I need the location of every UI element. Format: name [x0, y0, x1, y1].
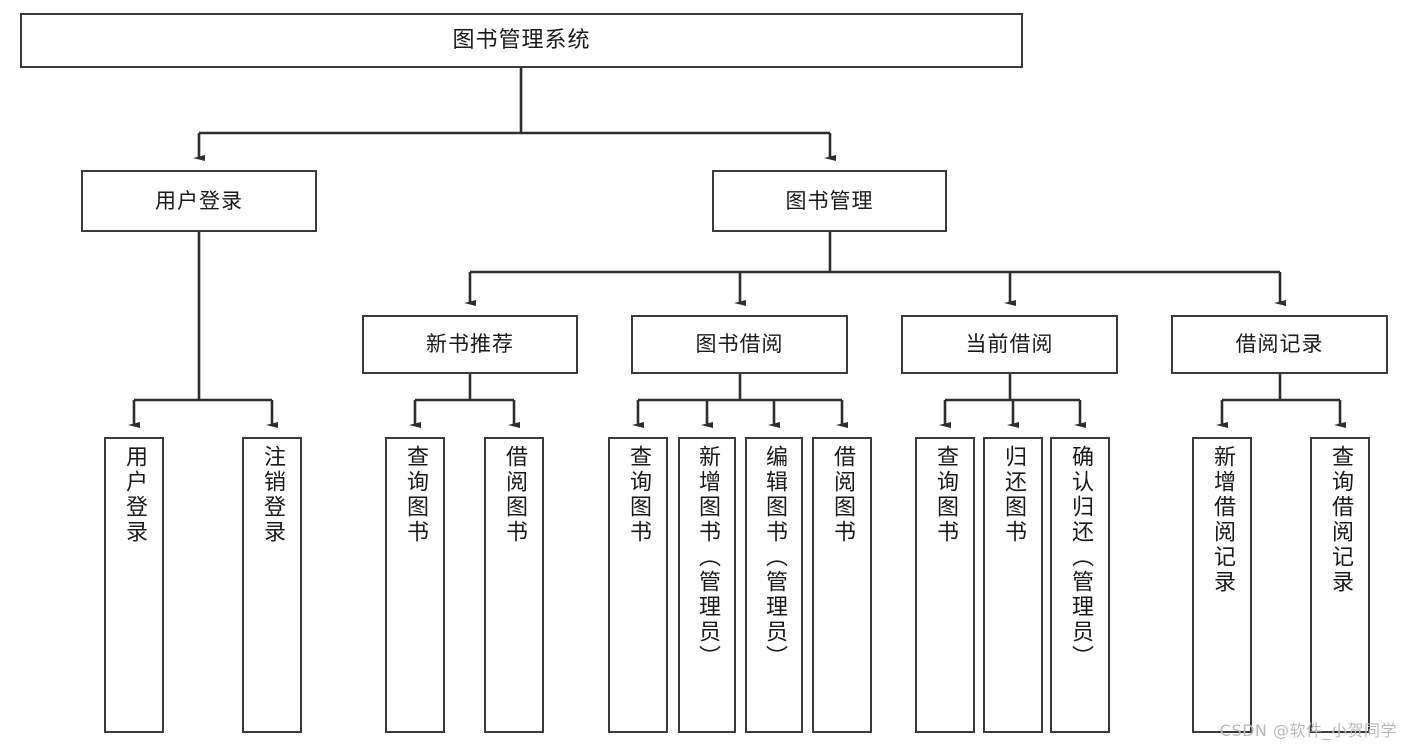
node-label: 新书推荐: [426, 332, 514, 357]
node-label: 当前借阅: [965, 332, 1054, 357]
leaf-record-query-record[interactable]: 查询借阅记录: [1310, 437, 1370, 733]
leaf-borrow-add-book-admin[interactable]: 新增图书（管理员）: [678, 437, 736, 733]
node-label: 查询借阅记录: [1328, 445, 1353, 595]
leaf-user-login-login[interactable]: 用户登录: [104, 437, 164, 733]
node-label: 借阅图书: [502, 445, 527, 545]
node-label: 查询图书: [933, 445, 958, 545]
node-label: 用户登录: [155, 188, 243, 213]
node-current-borrow[interactable]: 当前借阅: [901, 315, 1118, 374]
node-label: 图书管理系统: [452, 27, 591, 53]
node-label: 查询图书: [626, 445, 651, 545]
leaf-record-add-record[interactable]: 新增借阅记录: [1192, 437, 1252, 733]
node-label: 借阅记录: [1235, 332, 1324, 357]
node-label: 查询图书: [403, 445, 428, 545]
node-label: 归还图书: [1001, 445, 1026, 545]
node-user-login[interactable]: 用户登录: [81, 170, 317, 232]
node-label: 注销登录: [260, 445, 285, 545]
node-borrow-record[interactable]: 借阅记录: [1171, 315, 1388, 374]
node-book-management[interactable]: 图书管理: [712, 170, 947, 232]
leaf-user-login-logout[interactable]: 注销登录: [242, 437, 302, 733]
node-label: 确认归还（管理员）: [1068, 445, 1093, 670]
node-new-book-recommend[interactable]: 新书推荐: [362, 315, 578, 374]
node-book-borrow[interactable]: 图书借阅: [631, 315, 848, 374]
node-label: 图书借阅: [695, 332, 784, 357]
node-label: 借阅图书: [830, 445, 855, 545]
leaf-recommend-borrow-book[interactable]: 借阅图书: [484, 437, 544, 733]
leaf-borrow-query-book[interactable]: 查询图书: [608, 437, 668, 733]
node-label: 新增借阅记录: [1210, 445, 1235, 595]
leaf-current-return-book[interactable]: 归还图书: [983, 437, 1043, 733]
leaf-borrow-edit-book-admin[interactable]: 编辑图书（管理员）: [745, 437, 803, 733]
leaf-current-confirm-return-admin[interactable]: 确认归还（管理员）: [1050, 437, 1110, 733]
leaf-recommend-query-book[interactable]: 查询图书: [385, 437, 445, 733]
leaf-borrow-borrow-book[interactable]: 借阅图书: [812, 437, 872, 733]
node-label: 编辑图书（管理员）: [762, 445, 787, 670]
node-label: 图书管理: [785, 188, 874, 213]
node-root-system[interactable]: 图书管理系统: [20, 13, 1023, 68]
leaf-current-query-book[interactable]: 查询图书: [915, 437, 975, 733]
node-label: 新增图书（管理员）: [695, 445, 720, 670]
node-label: 用户登录: [122, 445, 147, 545]
